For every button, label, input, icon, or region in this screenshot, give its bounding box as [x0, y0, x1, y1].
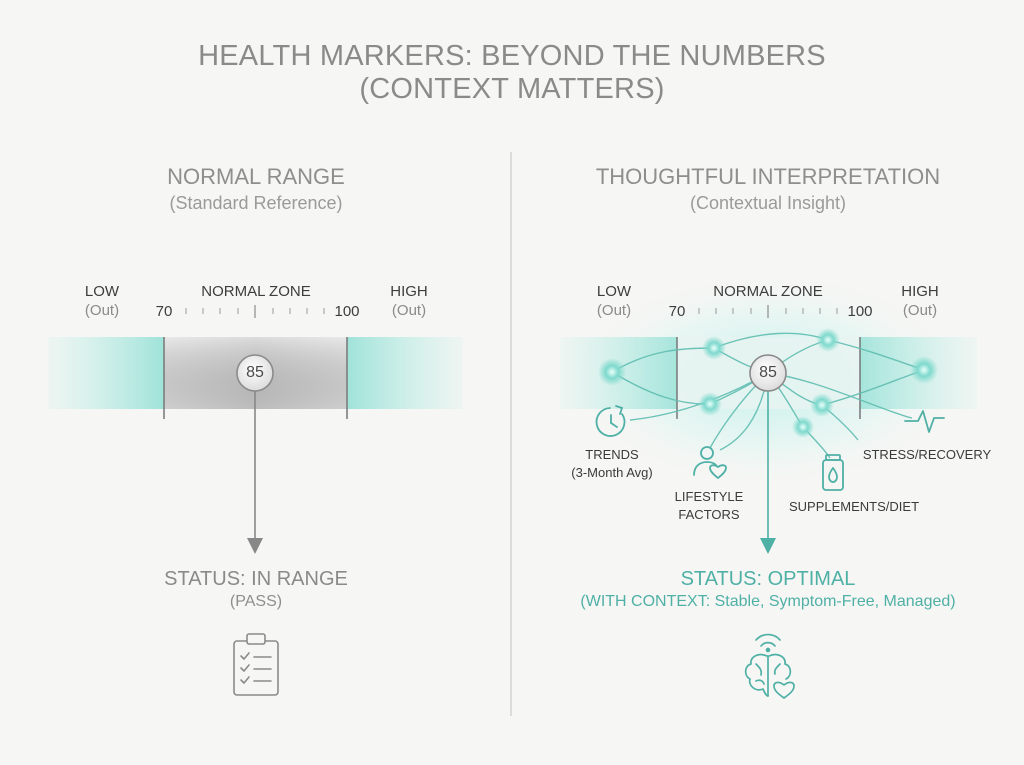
right-heading: THOUGHTFUL INTERPRETATION — [595, 164, 941, 189]
factor-trends: TRENDS (3-Month Avg) — [560, 446, 664, 482]
left-marker-value: 85 — [246, 364, 264, 381]
supplement-bottle-icon — [822, 454, 844, 491]
right-normal-zone-label: NORMAL ZONE — [713, 283, 823, 300]
panel-divider — [510, 152, 512, 716]
right-high-sub: (Out) — [902, 302, 938, 319]
right-ticks — [698, 305, 838, 318]
brain-heart-icon — [744, 633, 795, 699]
right-range-max: 100 — [847, 303, 873, 320]
left-status: STATUS: IN RANGE — [164, 568, 348, 590]
left-low-zone — [48, 337, 164, 409]
title-line-2: (CONTEXT MATTERS) — [359, 73, 665, 105]
right-range-min: 70 — [668, 303, 686, 320]
left-marker-badge — [236, 354, 274, 392]
left-range-min: 70 — [155, 303, 173, 320]
person-heart-icon — [693, 446, 727, 479]
left-ticks — [185, 305, 325, 318]
factor-supplements: SUPPLEMENTS/DIET — [788, 499, 920, 514]
clipboard-checklist-icon — [233, 633, 279, 696]
left-normal-zone-label: NORMAL ZONE — [201, 283, 311, 300]
left-range-max: 100 — [334, 303, 360, 320]
left-high-sub: (Out) — [391, 302, 427, 319]
heartbeat-pulse-icon — [904, 410, 945, 433]
page-title: HEALTH MARKERS: BEYOND THE NUMBERS (CONT… — [0, 40, 1024, 106]
left-subheading: (Standard Reference) — [169, 193, 343, 213]
right-subheading: (Contextual Insight) — [689, 193, 847, 213]
left-panel-header: NORMAL RANGE (Standard Reference) — [0, 163, 512, 215]
left-high-zone — [347, 337, 463, 409]
right-marker-value: 85 — [759, 364, 777, 381]
right-marker-badge — [749, 354, 787, 392]
right-low-label: LOW — [596, 283, 632, 300]
factor-lifestyle-line2: FACTORS — [678, 507, 740, 522]
factor-lifestyle: LIFESTYLE FACTORS — [664, 488, 754, 524]
right-low-sub: (Out) — [596, 302, 632, 319]
factor-lifestyle-line1: LIFESTYLE — [674, 489, 744, 504]
left-low-label: LOW — [84, 283, 120, 300]
title-line-1: HEALTH MARKERS: BEYOND THE NUMBERS — [198, 40, 826, 72]
context-nodes — [598, 328, 938, 438]
right-panel-header: THOUGHTFUL INTERPRETATION (Contextual In… — [512, 163, 1024, 215]
factor-trends-sub: (3-Month Avg) — [571, 465, 653, 480]
clock-trend-icon — [595, 405, 626, 437]
left-high-label: HIGH — [390, 283, 428, 300]
left-low-sub: (Out) — [84, 302, 120, 319]
left-heading: NORMAL RANGE — [167, 164, 345, 189]
left-status-sub: (PASS) — [229, 593, 283, 610]
right-high-label: HIGH — [901, 283, 939, 300]
right-status-sub: (WITH CONTEXT: Stable, Symptom-Free, Man… — [580, 593, 956, 610]
factor-trends-label: TRENDS — [585, 447, 639, 462]
factor-stress: STRESS/RECOVERY — [862, 447, 992, 462]
right-status: STATUS: OPTIMAL — [680, 568, 856, 590]
